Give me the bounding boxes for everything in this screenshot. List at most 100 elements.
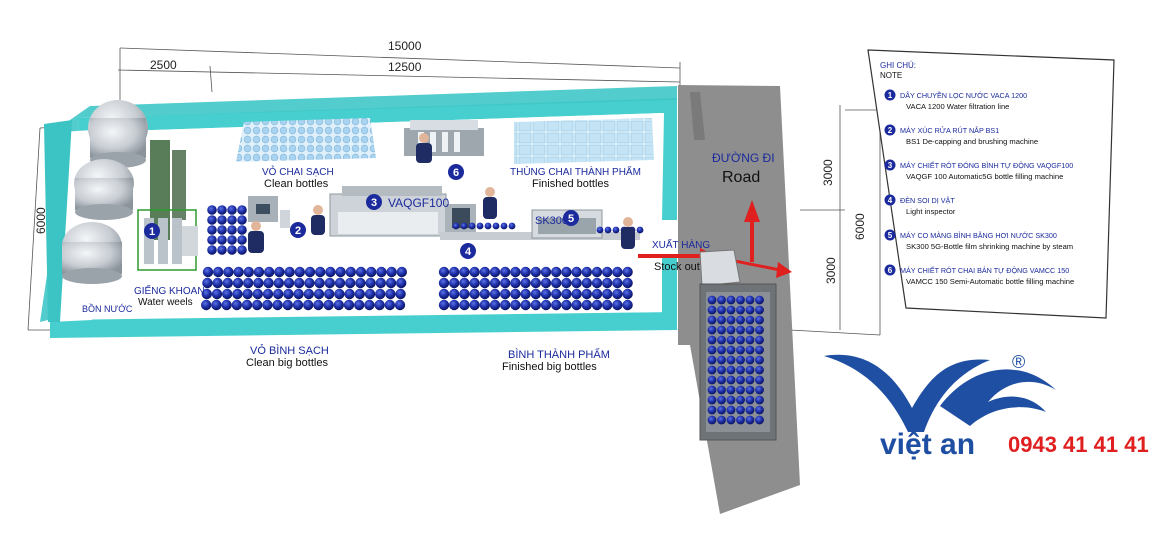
- dim-right-section: 12500: [388, 60, 422, 74]
- big-bottle: [252, 288, 263, 300]
- big-bottle: [364, 288, 376, 300]
- clean-big-bottles-label-en: Clean big bottles: [246, 357, 328, 369]
- brand-logo-mark-left: [824, 354, 990, 432]
- big-bottle: [274, 266, 285, 278]
- machine-5-label: SK300: [535, 215, 568, 227]
- big-bottle: [745, 365, 755, 375]
- big-bottle: [469, 277, 480, 289]
- finished-bottles-cases: [514, 118, 654, 164]
- big-bottle: [500, 299, 511, 311]
- note-item-marker: [884, 229, 896, 241]
- big-bottle: [354, 288, 365, 300]
- worker: [483, 187, 497, 219]
- big-bottle: [530, 266, 541, 278]
- note-item-vi: MÁY CHIẾT RÓT CHAI BÁN TỰ ĐỘNG VAMCC 150: [900, 265, 1069, 275]
- decapping-machine: [248, 196, 290, 228]
- note-item-marker: [884, 124, 896, 136]
- big-bottle: [489, 266, 501, 278]
- big-bottle: [745, 375, 755, 385]
- machine-3-label: VAQGF100: [388, 196, 449, 210]
- big-bottle: [561, 299, 572, 311]
- big-bottle: [636, 226, 644, 234]
- big-bottle: [530, 288, 541, 300]
- big-bottle: [292, 299, 304, 311]
- big-bottle: [591, 277, 603, 289]
- big-bottle: [233, 266, 244, 278]
- big-bottle: [540, 277, 552, 289]
- big-bottle: [500, 288, 511, 300]
- big-bottle: [232, 277, 244, 289]
- big-bottle: [355, 266, 367, 278]
- big-bottle: [755, 305, 764, 315]
- marker-5-text: 5: [568, 213, 574, 225]
- clean-big-bottles-grid: [201, 266, 407, 311]
- big-bottle: [602, 266, 613, 278]
- big-bottle: [469, 299, 480, 311]
- truck-bottle-load: [707, 295, 764, 425]
- big-bottle: [520, 288, 531, 300]
- big-bottle: [344, 288, 355, 300]
- big-bottle: [755, 355, 764, 365]
- big-bottle: [736, 415, 745, 425]
- big-bottle: [717, 405, 726, 415]
- big-bottle: [736, 305, 745, 315]
- clean-bottles-pallet: [236, 118, 376, 162]
- big-bottle: [726, 295, 736, 305]
- note-item-vi: MÁY XÚC RỬA RÚT NẮP BS1: [900, 126, 999, 135]
- big-bottle: [736, 345, 745, 355]
- big-bottle: [333, 299, 344, 311]
- note-item-marker: [884, 194, 896, 206]
- big-bottle: [745, 335, 755, 345]
- big-bottle: [591, 288, 603, 300]
- big-bottle: [459, 277, 470, 289]
- big-bottle: [551, 299, 562, 311]
- big-bottle: [707, 365, 717, 375]
- big-bottle: [755, 325, 764, 335]
- stock-out-label-en: Stock out: [654, 261, 700, 273]
- big-bottle: [726, 415, 736, 425]
- big-bottle: [207, 235, 217, 245]
- note-item-number: 6: [888, 266, 893, 275]
- big-bottle: [217, 215, 227, 225]
- big-bottle: [707, 405, 717, 415]
- big-bottle: [304, 266, 316, 278]
- big-bottle: [707, 325, 717, 335]
- input-bottles-cluster: [207, 205, 247, 255]
- road-label-vi: ĐƯỜNG ĐI: [712, 150, 775, 165]
- big-bottle: [201, 288, 212, 300]
- note-item-en: VAQGF 100 Automatic5G bottle filling mac…: [906, 172, 1063, 181]
- big-bottle: [304, 277, 315, 289]
- marker-2: 2: [290, 222, 306, 238]
- big-bottle: [385, 288, 396, 300]
- big-bottle: [469, 288, 480, 300]
- big-bottle: [736, 395, 745, 405]
- note-item-number: 3: [888, 161, 893, 170]
- big-bottle: [202, 277, 213, 289]
- big-bottle: [438, 277, 450, 289]
- big-bottle: [237, 235, 247, 245]
- big-bottle: [345, 266, 356, 278]
- big-bottle: [717, 315, 726, 325]
- marker-3: 3: [366, 194, 382, 210]
- big-bottle: [223, 266, 234, 278]
- big-bottle: [612, 299, 623, 311]
- clean-bottles-label-en: Clean bottles: [264, 178, 329, 190]
- big-bottle: [591, 299, 603, 311]
- big-bottle: [438, 299, 450, 311]
- big-bottle: [243, 266, 254, 278]
- big-bottle: [530, 277, 541, 289]
- big-bottle: [459, 266, 470, 278]
- big-bottle: [581, 266, 592, 278]
- big-bottle: [284, 266, 295, 278]
- big-bottle: [540, 266, 552, 278]
- big-bottle: [449, 277, 460, 289]
- big-bottle: [313, 299, 324, 311]
- big-bottle: [581, 299, 592, 311]
- big-bottle: [717, 375, 726, 385]
- workers: [248, 133, 635, 253]
- big-bottle: [736, 365, 745, 375]
- big-bottle: [217, 245, 227, 255]
- big-bottle: [282, 299, 293, 311]
- big-bottle: [366, 266, 377, 278]
